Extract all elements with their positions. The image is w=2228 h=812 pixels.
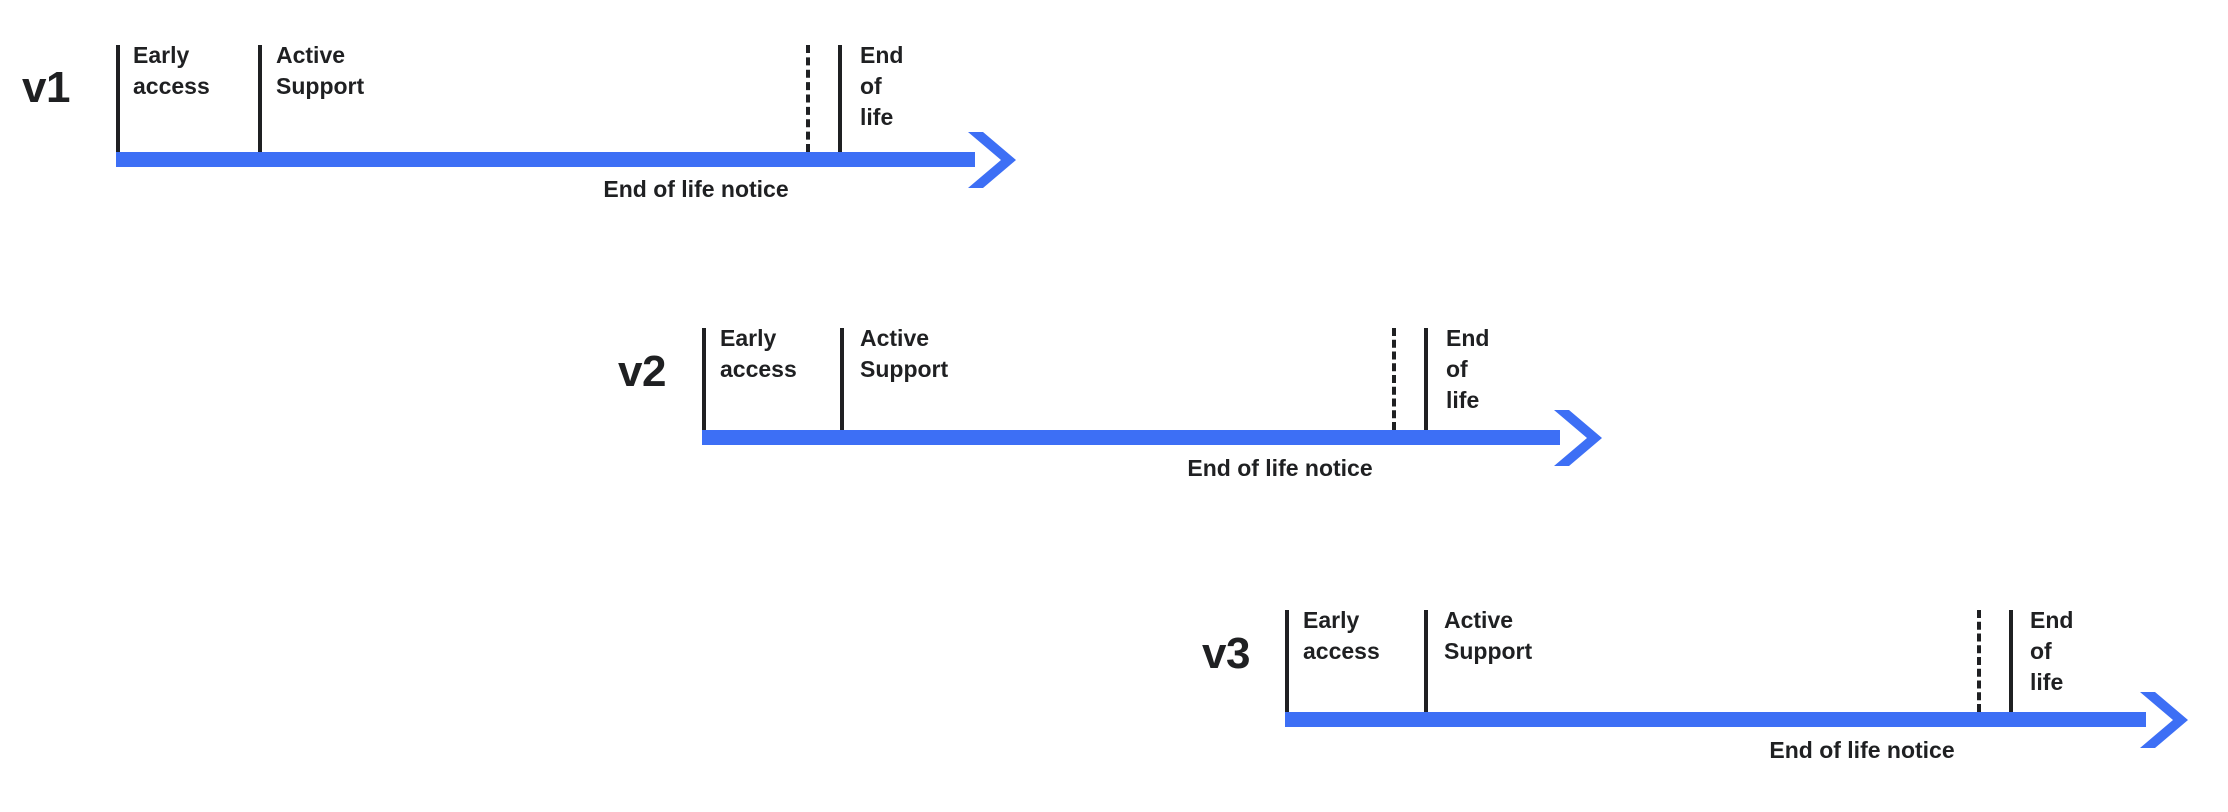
phase-divider (2009, 610, 2013, 712)
phase-divider (258, 45, 262, 152)
phase-label: Active Support (860, 325, 949, 382)
phase-divider (702, 328, 706, 430)
version-label-v1: v1 (22, 63, 70, 112)
timeline-bar (702, 430, 1560, 445)
phase-divider (116, 45, 120, 152)
version-label-v3: v3 (1202, 629, 1250, 678)
phase-divider (838, 45, 842, 152)
end-of-life-notice-label: End of life notice (1187, 455, 1373, 481)
end-of-life-notice-label: End of life notice (1769, 737, 1955, 763)
phase-divider-dashed (806, 45, 810, 152)
phase-label: End of life (2030, 607, 2074, 695)
phase-label: Active Support (276, 42, 365, 99)
phase-divider (1424, 328, 1428, 430)
phase-label: Active Support (1444, 607, 1533, 664)
phase-divider (1285, 610, 1289, 712)
phase-divider-dashed (1977, 610, 1981, 712)
version-label-v2: v2 (618, 347, 666, 396)
phase-label: End of life (860, 42, 904, 130)
phase-label: Early access (133, 42, 210, 99)
phase-divider-dashed (1392, 328, 1396, 430)
timeline-bar (116, 152, 975, 167)
arrow-head-icon (968, 131, 1016, 188)
timeline-bar (1285, 712, 2146, 727)
phase-label: End of life (1446, 325, 1490, 413)
phase-divider (1424, 610, 1428, 712)
arrow-head-icon (2140, 691, 2188, 748)
phase-divider (840, 328, 844, 430)
phase-label: Early access (1303, 607, 1380, 664)
arrow-head-icon (1554, 409, 1602, 466)
end-of-life-notice-label: End of life notice (603, 176, 789, 202)
phase-label: Early access (720, 325, 797, 382)
